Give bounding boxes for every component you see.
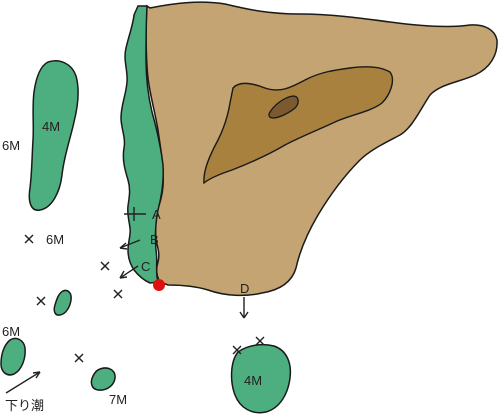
spot-marker-south-island-left [232, 345, 242, 355]
spot-marker-southwest [36, 296, 46, 306]
point-d-label: D [240, 281, 249, 296]
depth-label-west-sea-2: 6M [46, 232, 64, 247]
far-west-island [0, 337, 26, 376]
spot-marker-northwest-coast [100, 261, 110, 271]
depth-label-southwest: 6M [2, 324, 20, 339]
point-a-label: A [152, 207, 161, 222]
small-island-southwest [53, 289, 72, 316]
depth-label-west-island: 4M [42, 119, 60, 134]
current-direction-arrow [5, 371, 41, 394]
point-b-label: B [150, 232, 159, 247]
spot-marker-south [74, 353, 84, 363]
summit [268, 95, 299, 119]
west-island [28, 60, 79, 211]
point-b-arrow [119, 239, 141, 250]
point-c-label: C [141, 259, 150, 274]
spot-marker-coast-south [113, 289, 123, 299]
spot-marker-south-island-right [255, 336, 265, 346]
depth-label-south: 7M [109, 392, 127, 407]
depth-label-west-sea: 6M [2, 138, 20, 153]
point-a-marker [124, 207, 146, 221]
current-spot-marker [153, 279, 165, 291]
south-island [230, 343, 292, 414]
current-direction-label: 下り潮 [5, 398, 44, 413]
highland [203, 66, 394, 185]
point-c-arrow [119, 265, 139, 279]
depth-label-south-island: 4M [244, 373, 262, 388]
spot-marker-west [24, 234, 34, 244]
small-island-south [90, 367, 116, 391]
main-land [145, 1, 498, 297]
point-d-arrow [239, 297, 249, 319]
